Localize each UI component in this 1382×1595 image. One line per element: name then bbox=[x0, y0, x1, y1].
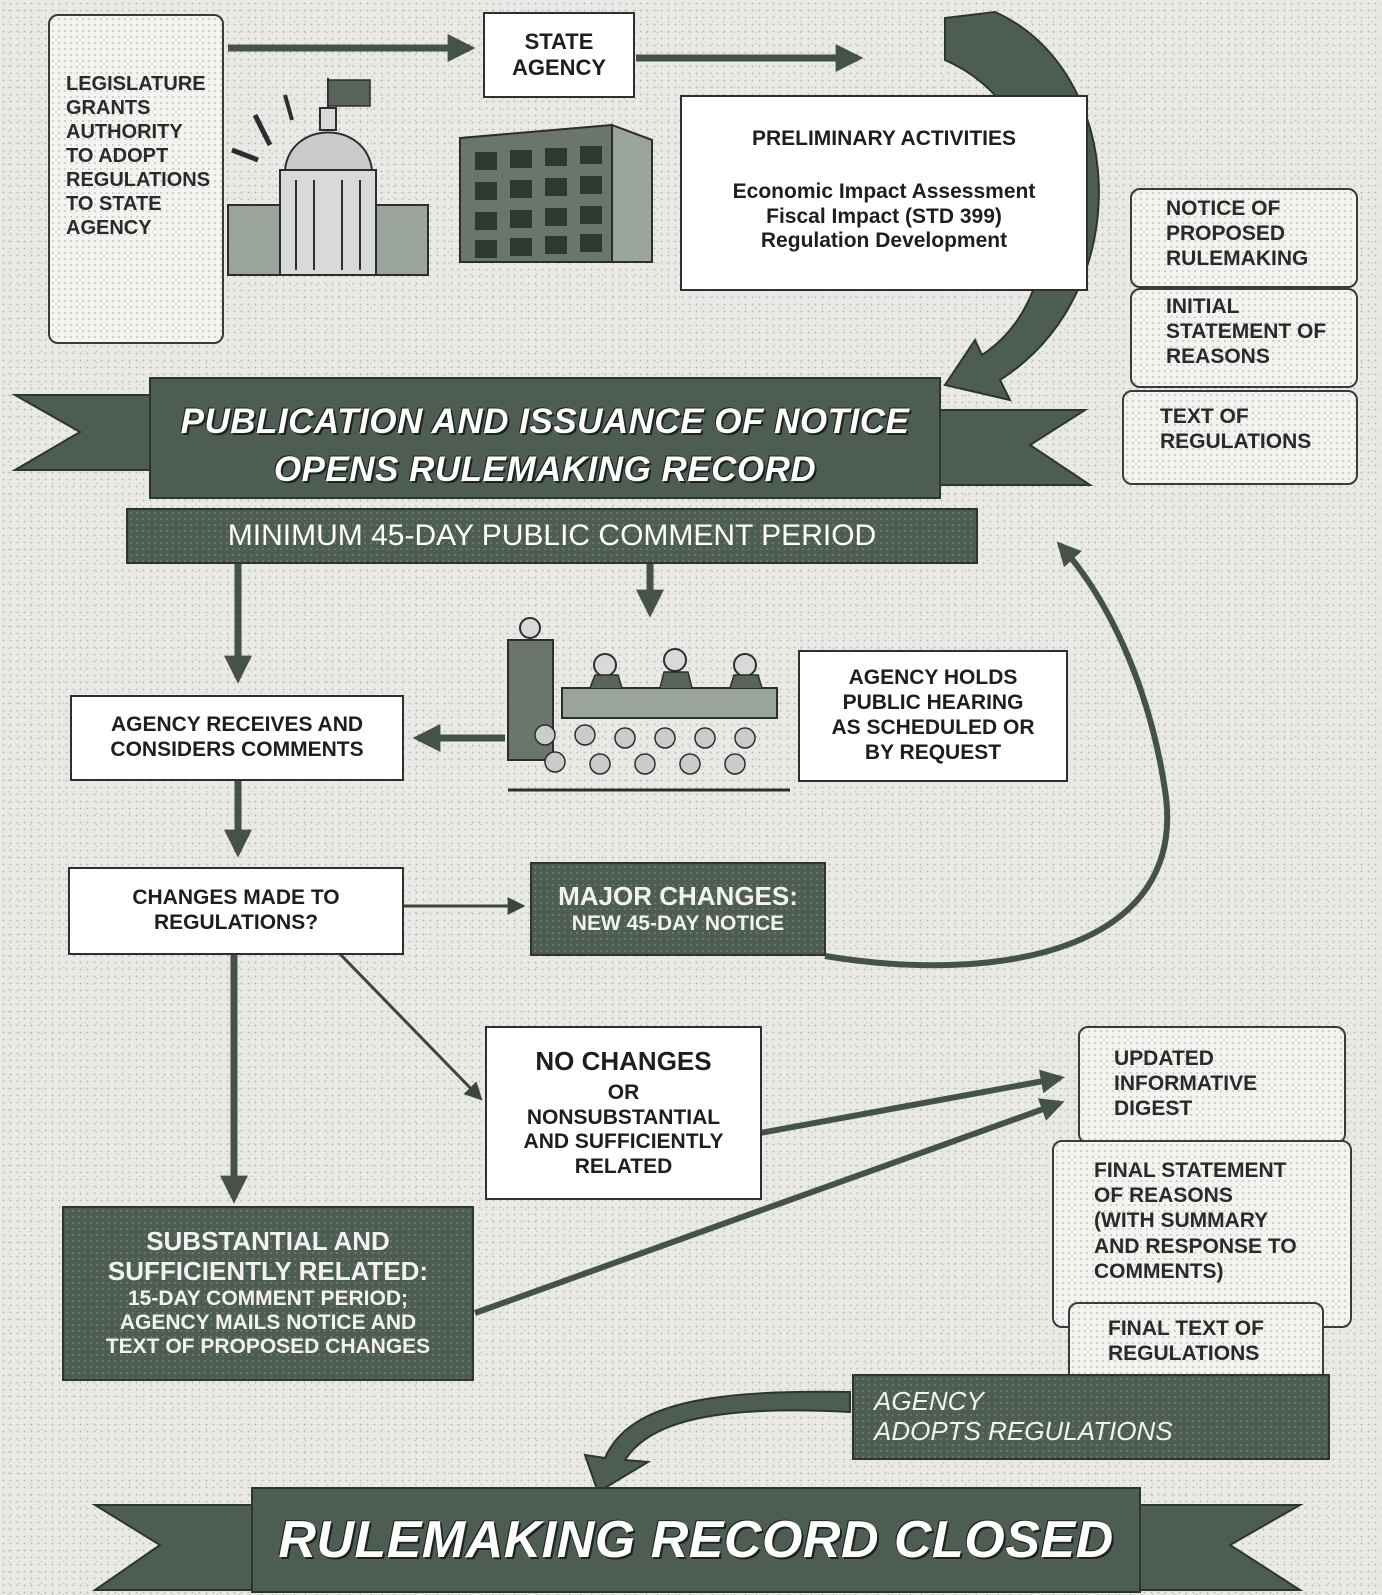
major-changes-box: MAJOR CHANGES: NEW 45-DAY NOTICE bbox=[530, 862, 826, 956]
final-doc-line: FINAL TEXT OF bbox=[1108, 1317, 1264, 1340]
notice-doc-line: REGULATIONS bbox=[1160, 430, 1312, 454]
preliminary-item: Economic Impact Assessment bbox=[732, 179, 1036, 203]
final-doc-line: INFORMATIVE bbox=[1114, 1072, 1258, 1096]
public-hearing-box: AGENCY HOLDS PUBLIC HEARING AS SCHEDULED… bbox=[798, 650, 1068, 782]
major-changes-subtitle: NEW 45-DAY NOTICE bbox=[571, 911, 785, 935]
arrow-adopt-to-closed bbox=[583, 1390, 851, 1494]
notice-doc-line: STATEMENT OF bbox=[1166, 320, 1327, 344]
no-changes-box: NO CHANGES OR NONSUBSTANTIAL AND SUFFICI… bbox=[485, 1026, 762, 1200]
publication-banner-title: PUBLICATION AND ISSUANCE OF NOTICE OPENS… bbox=[150, 398, 940, 494]
updated-digest-scroll: UPDATED INFORMATIVE DIGEST bbox=[1078, 1026, 1346, 1144]
closed-banner-label: RULEMAKING RECORD CLOSED bbox=[278, 1511, 1114, 1569]
public-hearing-line: BY REQUEST bbox=[864, 740, 1002, 764]
public-hearing-line: PUBLIC HEARING bbox=[842, 691, 1024, 715]
final-text-scroll: FINAL TEXT OF REGULATIONS bbox=[1068, 1302, 1324, 1388]
preliminary-item: Regulation Development bbox=[760, 229, 1008, 253]
notice-doc-line: INITIAL bbox=[1166, 295, 1240, 318]
publication-banner-line2: OPENS RULEMAKING RECORD bbox=[273, 450, 817, 489]
substantial-title: SUFFICIENTLY RELATED: bbox=[107, 1256, 429, 1287]
no-changes-line: AND SUFFICIENTLY bbox=[523, 1130, 724, 1154]
substantial-line: 15-DAY COMMENT PERIOD; bbox=[127, 1287, 409, 1311]
arrow-major-loop-back bbox=[824, 541, 1171, 969]
preliminary-activities-box: PRELIMINARY ACTIVITIES Economic Impact A… bbox=[680, 95, 1088, 291]
final-doc-line: AND RESPONSE TO bbox=[1094, 1234, 1297, 1258]
publication-banner-line1: PUBLICATION AND ISSUANCE OF NOTICE bbox=[180, 402, 910, 441]
comment-period-label: MINIMUM 45-DAY PUBLIC COMMENT PERIOD bbox=[227, 518, 877, 552]
closed-banner-title: RULEMAKING RECORD CLOSED bbox=[252, 1510, 1140, 1570]
receives-comments-line: AGENCY RECEIVES AND bbox=[110, 713, 364, 737]
legislature-line: LEGISLATURE bbox=[66, 73, 206, 95]
closed-banner-left-tail bbox=[91, 1504, 253, 1591]
no-changes-line: NONSUBSTANTIAL bbox=[526, 1105, 721, 1129]
notice-doc-line: PROPOSED bbox=[1166, 222, 1286, 246]
final-doc-line: OF REASONS bbox=[1094, 1184, 1233, 1208]
closed-banner-right-tail bbox=[1139, 1504, 1304, 1591]
state-agency-line: STATE bbox=[524, 29, 594, 55]
changes-made-box: CHANGES MADE TO REGULATIONS? bbox=[68, 867, 404, 955]
substantial-title: SUBSTANTIAL AND bbox=[146, 1226, 390, 1257]
legislature-line: AGENCY bbox=[66, 217, 152, 239]
initial-statement-scroll: INITIAL STATEMENT OF REASONS bbox=[1130, 288, 1358, 388]
agency-adopts-line1: AGENCY bbox=[874, 1386, 984, 1417]
notice-doc-line: RULEMAKING bbox=[1166, 247, 1309, 271]
public-hearing-line: AGENCY HOLDS bbox=[848, 666, 1018, 690]
legislature-line: GRANTS bbox=[66, 97, 151, 119]
changes-made-line: CHANGES MADE TO bbox=[132, 886, 340, 910]
comment-period-bar: MINIMUM 45-DAY PUBLIC COMMENT PERIOD bbox=[126, 508, 978, 564]
public-hearing-icon bbox=[507, 617, 790, 792]
legislature-line: REGULATIONS bbox=[66, 169, 211, 191]
agency-adopts-box: AGENCY ADOPTS REGULATIONS bbox=[852, 1374, 1330, 1460]
final-doc-line: DIGEST bbox=[1114, 1097, 1193, 1121]
notice-doc-line: NOTICE OF bbox=[1166, 197, 1281, 220]
legislature-scroll: LEGISLATURE GRANTS AUTHORITY TO ADOPT RE… bbox=[48, 14, 224, 344]
capitol-icon bbox=[227, 78, 429, 276]
state-agency-line: AGENCY bbox=[511, 55, 607, 80]
receives-comments-box: AGENCY RECEIVES AND CONSIDERS COMMENTS bbox=[70, 695, 404, 781]
closed-banner-body bbox=[251, 1487, 1141, 1593]
publication-banner-body bbox=[149, 377, 941, 499]
legislature-line: AUTHORITY bbox=[66, 121, 183, 143]
preliminary-item: Fiscal Impact (STD 399) bbox=[766, 204, 1002, 228]
final-doc-line: FINAL STATEMENT bbox=[1094, 1159, 1287, 1182]
publication-banner-right-tail bbox=[939, 409, 1094, 486]
legislature-line: TO ADOPT bbox=[66, 145, 169, 167]
state-agency-box: STATE AGENCY bbox=[483, 12, 635, 98]
receives-comments-line: CONSIDERS COMMENTS bbox=[110, 738, 364, 761]
substantial-line: TEXT OF PROPOSED CHANGES bbox=[105, 1335, 431, 1359]
arrow-nochanges-to-docs bbox=[759, 1069, 1065, 1136]
office-building-icon bbox=[459, 123, 653, 263]
final-doc-line: REGULATIONS bbox=[1108, 1342, 1260, 1366]
notice-doc-scroll: NOTICE OF PROPOSED RULEMAKING bbox=[1130, 188, 1358, 288]
notice-doc-line: REASONS bbox=[1166, 345, 1270, 369]
final-doc-line: COMMENTS) bbox=[1094, 1259, 1224, 1283]
arrow-substantial-to-docs bbox=[473, 1098, 1065, 1316]
arrow-changes-to-nochanges bbox=[338, 952, 483, 1101]
changes-made-line: REGULATIONS? bbox=[153, 911, 319, 934]
final-doc-line: (WITH SUMMARY bbox=[1094, 1209, 1269, 1233]
publication-banner-left-tail bbox=[11, 394, 151, 471]
agency-adopts-line2: ADOPTS REGULATIONS bbox=[874, 1416, 1173, 1446]
preliminary-title: PRELIMINARY ACTIVITIES bbox=[751, 127, 1017, 150]
notice-doc-line: TEXT OF bbox=[1160, 405, 1249, 428]
text-of-regulations-scroll: TEXT OF REGULATIONS bbox=[1122, 390, 1358, 485]
substantial-changes-box: SUBSTANTIAL AND SUFFICIENTLY RELATED: 15… bbox=[62, 1206, 474, 1381]
substantial-line: AGENCY MAILS NOTICE AND bbox=[119, 1311, 417, 1335]
legislature-line: TO STATE bbox=[66, 193, 162, 215]
no-changes-line: RELATED bbox=[574, 1155, 673, 1179]
final-doc-line: UPDATED bbox=[1114, 1047, 1214, 1070]
public-hearing-line: AS SCHEDULED OR bbox=[831, 716, 1035, 739]
final-statement-scroll: FINAL STATEMENT OF REASONS (WITH SUMMARY… bbox=[1052, 1140, 1352, 1328]
no-changes-title: NO CHANGES bbox=[535, 1046, 712, 1077]
no-changes-or: OR bbox=[607, 1080, 640, 1104]
major-changes-title: MAJOR CHANGES: bbox=[558, 880, 798, 911]
